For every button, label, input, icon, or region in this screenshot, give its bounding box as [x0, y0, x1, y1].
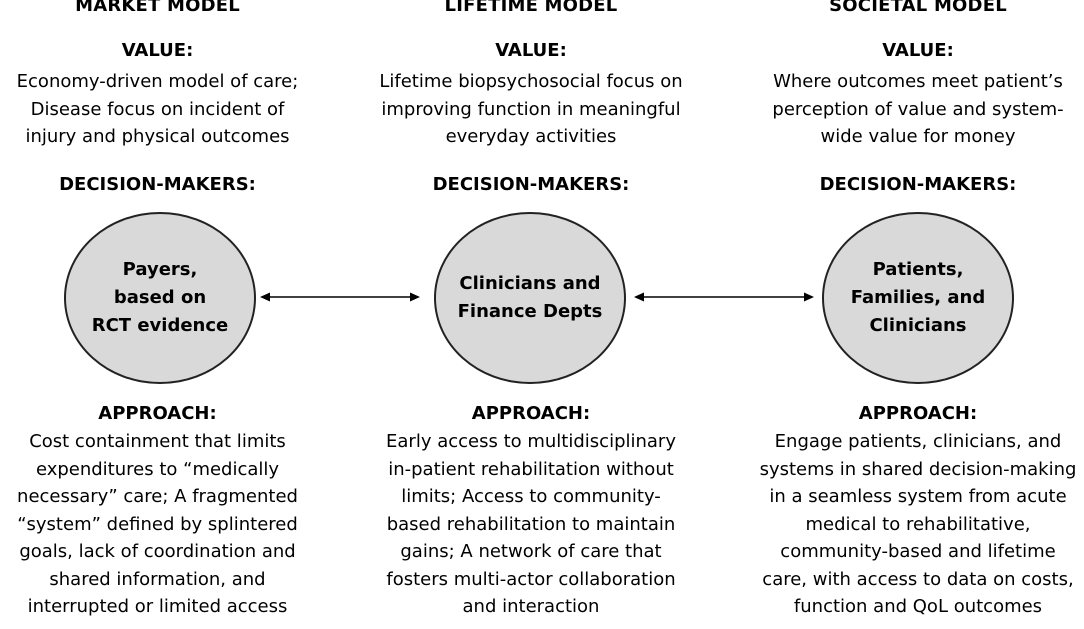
approach-heading: APPROACH:: [858, 403, 978, 424]
double-arrow-lifetime-societal: [634, 292, 814, 302]
decision-makers-circle: Payers, based on RCT evidence: [64, 212, 256, 384]
decision-makers-heading: DECISION-MAKERS:: [819, 174, 1017, 195]
value-heading: VALUE:: [882, 40, 954, 61]
double-arrow-market-lifetime: [260, 292, 420, 302]
approach-text: Early access to multidisciplinary in-pat…: [386, 431, 676, 617]
value-text: Where outcomes meet patient’s perception…: [772, 71, 1064, 147]
model-title: MARKET MODEL: [75, 0, 240, 16]
value-heading: VALUE:: [121, 40, 194, 61]
model-title: LIFETIME MODEL: [444, 0, 618, 16]
approach-text: Cost containment that limits expenditure…: [17, 431, 298, 617]
value-text: Economy-driven model of care; Disease fo…: [16, 71, 299, 147]
value-text: Lifetime biopsychosocial focus on improv…: [379, 71, 683, 147]
decision-makers-circle: Patients, Families, and Clinicians: [822, 212, 1014, 384]
decision-makers-label: Payers, based on RCT evidence: [91, 259, 229, 336]
model-title: SOCIETAL MODEL: [829, 0, 1007, 16]
decision-makers-label: Patients, Families, and Clinicians: [850, 259, 986, 336]
decision-makers-circle: Clinicians and Finance Depts: [434, 212, 626, 384]
approach-text: Engage patients, clinicians, and systems…: [759, 431, 1077, 617]
value-heading: VALUE:: [495, 40, 567, 61]
approach-heading: APPROACH:: [98, 403, 217, 424]
decision-makers-heading: DECISION-MAKERS:: [59, 174, 256, 195]
decision-makers-label: Clinicians and Finance Depts: [457, 273, 603, 322]
approach-heading: APPROACH:: [471, 403, 591, 424]
decision-makers-heading: DECISION-MAKERS:: [432, 174, 630, 195]
